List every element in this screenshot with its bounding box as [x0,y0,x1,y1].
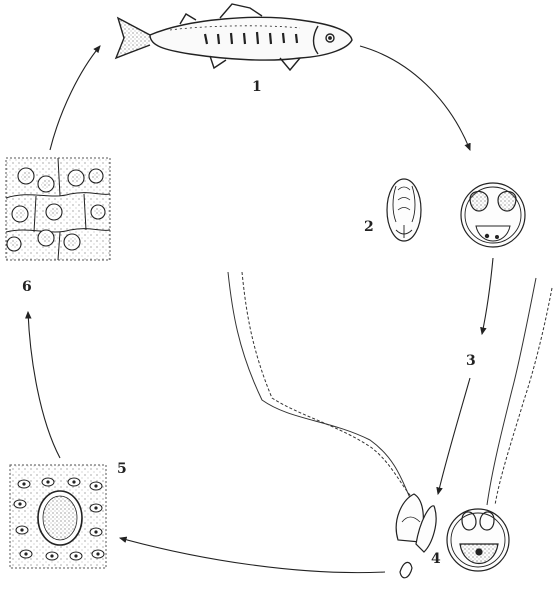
arrow-5-to-6 [28,312,60,458]
arrow-3-to-4 [438,378,470,494]
spore-with-filaments-illustration [447,509,509,571]
stage-label-5: 5 [117,462,127,476]
fish-host-illustration [116,4,352,70]
arrow-4-to-5 [120,538,385,573]
stage-label-1: 1 [252,80,262,94]
arrow-6-to-1 [50,46,100,150]
spore-illustrations [387,179,525,247]
tissue-cyst-illustration [10,465,106,568]
stage-label-3: 3 [466,354,476,368]
arrow-2-to-3 [482,258,493,334]
stage-label-6: 6 [22,280,32,294]
tissue-spores-illustration [6,158,110,260]
arrow-1-to-2 [360,46,470,150]
extruded-filaments [228,272,552,505]
stage-label-4: 4 [431,552,441,566]
stage-label-2: 2 [364,220,374,234]
